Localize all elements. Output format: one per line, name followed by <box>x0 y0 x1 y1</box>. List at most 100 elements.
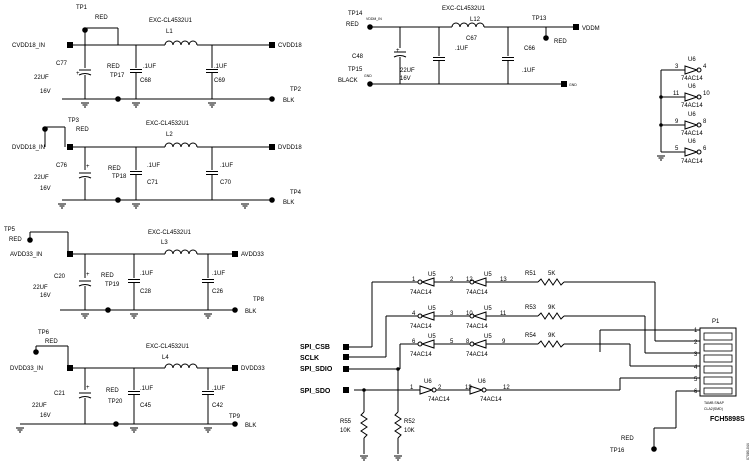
c42-value: .1UF <box>212 386 225 392</box>
r54-resistor <box>537 340 565 348</box>
dvdd33-port[interactable] <box>232 365 238 371</box>
c20-rating: 16V <box>40 293 51 299</box>
cvdd18-block: TP1 RED EXC-CL4532U1 L1 CVDD18_IN CVDD18… <box>12 5 302 108</box>
c71-label: C71 <box>147 180 159 186</box>
vddm-port[interactable] <box>573 24 579 30</box>
gnd-port[interactable] <box>561 81 567 87</box>
avdd33-block: TP5 RED EXC-CL4532U1 L3 AVDD33_IN AVDD33… <box>4 227 265 319</box>
svg-text:+: + <box>86 164 90 170</box>
svg-text:U5: U5 <box>484 272 492 278</box>
tp19-color: RED <box>101 273 114 279</box>
c20-capacitor <box>78 280 92 287</box>
tp2-point <box>269 96 275 102</box>
svg-text:74AC14: 74AC14 <box>410 352 432 358</box>
svg-text:U6: U6 <box>424 379 432 385</box>
c70-value: .1UF <box>220 163 233 169</box>
c67-value: .1UF <box>455 46 468 52</box>
u6-spare-gates: U6 74AC14 3 4 U6 74AC14 11 10 U6 74AC14 … <box>656 57 710 165</box>
l1-part: EXC-CL4532U1 <box>149 18 193 24</box>
u5f-inverter <box>469 339 487 349</box>
dvdd18-port[interactable] <box>269 144 275 150</box>
tp4-color: BLK <box>283 200 294 206</box>
svg-text:1: 1 <box>410 385 414 391</box>
p1-pin-4: 4 <box>694 365 698 371</box>
c77-capacitor <box>78 69 92 76</box>
r54-value: 9K <box>548 333 555 339</box>
svg-text:9: 9 <box>502 339 506 345</box>
tp3-color: RED <box>76 127 89 133</box>
c21-label: C21 <box>54 391 66 397</box>
svg-text:74AC14: 74AC14 <box>681 76 703 82</box>
tp13-label: TP13 <box>532 16 547 22</box>
p1-note-1: TAMB SNAP <box>704 401 725 405</box>
svg-text:11: 11 <box>673 91 680 97</box>
tp2-color: BLK <box>283 98 294 104</box>
c28-label: C28 <box>140 289 152 295</box>
spi-sdo-label: SPI_SDO <box>300 388 331 395</box>
l12-label: L12 <box>470 17 481 23</box>
l2-inductor <box>164 142 198 148</box>
c45-label: C45 <box>140 403 152 409</box>
spi-csb-label: SPI_CSB <box>300 344 330 351</box>
u5e-inverter <box>417 339 435 349</box>
l12-inductor <box>451 22 485 28</box>
c77-rating: 16V <box>40 89 51 95</box>
svg-text:+: + <box>76 71 80 77</box>
spi-sdo-port[interactable] <box>343 387 349 393</box>
c48-rating: 16V <box>400 76 411 82</box>
tp20-color: RED <box>106 388 119 394</box>
c77-value: 22UF <box>34 75 49 81</box>
c71-value: .1UF <box>147 163 160 169</box>
l3-label: L3 <box>161 240 168 246</box>
tp4-point <box>269 197 275 203</box>
c68-capacitor <box>129 69 143 73</box>
p1-pin-6: 6 <box>694 389 698 395</box>
svg-text:U5: U5 <box>428 272 436 278</box>
gnd-net-label: GND <box>364 74 372 78</box>
c76-capacitor <box>78 172 92 179</box>
dvdd18-block: TP3 RED EXC-CL4532U1 L2 DVDD18_IN DVDD18… <box>12 118 302 209</box>
cvdd18-port[interactable] <box>269 42 275 48</box>
svg-text:74AC14: 74AC14 <box>466 290 488 296</box>
tp20-label: TP20 <box>108 399 123 405</box>
svg-text:12: 12 <box>466 277 473 283</box>
svg-text:2: 2 <box>450 277 454 283</box>
l3-part: EXC-CL4532U1 <box>148 230 192 236</box>
c21-capacitor <box>78 392 92 399</box>
c66-label: C66 <box>524 46 536 52</box>
u6b-inverter: U6 74AC14 11 10 <box>661 84 710 109</box>
svg-text:8: 8 <box>703 119 707 125</box>
u5a-inverter <box>417 277 435 287</box>
svg-text:74AC14: 74AC14 <box>410 290 432 296</box>
p1-body <box>699 327 737 397</box>
svg-text:74AC14: 74AC14 <box>466 324 488 330</box>
r55-value: 10K <box>340 428 351 434</box>
p1-pin-1: 1 <box>694 328 698 334</box>
tp2-label: TP2 <box>290 87 302 93</box>
p1-label: P1 <box>712 319 720 325</box>
avdd33-in-label: AVDD33_IN <box>10 252 42 258</box>
c69-value: .1UF <box>214 64 227 70</box>
tp14-color: RED <box>346 22 359 28</box>
tp9-point <box>232 421 238 427</box>
c48-label: C48 <box>352 54 364 60</box>
svg-text:74AC14: 74AC14 <box>410 324 432 330</box>
c66-value: .1UF <box>522 68 535 74</box>
spi-buffer-section: U5 74AC14 1 2 U5 74AC14 12 13 R51 5K U5 … <box>300 271 690 461</box>
tp9-color: BLK <box>245 423 256 429</box>
svg-text:U6: U6 <box>688 112 696 118</box>
tp14-label: TP14 <box>348 11 363 17</box>
u6a-inverter: U6 74AC14 3 4 <box>661 57 707 82</box>
svg-text:74AC14: 74AC14 <box>480 397 502 403</box>
tp8-color: BLK <box>245 309 256 315</box>
c42-label: C42 <box>212 403 224 409</box>
avdd33-port[interactable] <box>232 251 238 257</box>
svg-text:+: + <box>396 48 400 54</box>
c76-value: 22UF <box>34 175 49 181</box>
p1-pin-2: 2 <box>694 340 698 346</box>
tp1-color: RED <box>95 15 108 21</box>
connector-p1: P1 1 2 3 4 5 6 TAMB SNAP CLA2(SMD) FCH58… <box>599 319 745 454</box>
u5c-inverter <box>417 311 435 321</box>
svg-text:5: 5 <box>450 339 454 345</box>
c48-value: 22UF <box>400 68 415 74</box>
